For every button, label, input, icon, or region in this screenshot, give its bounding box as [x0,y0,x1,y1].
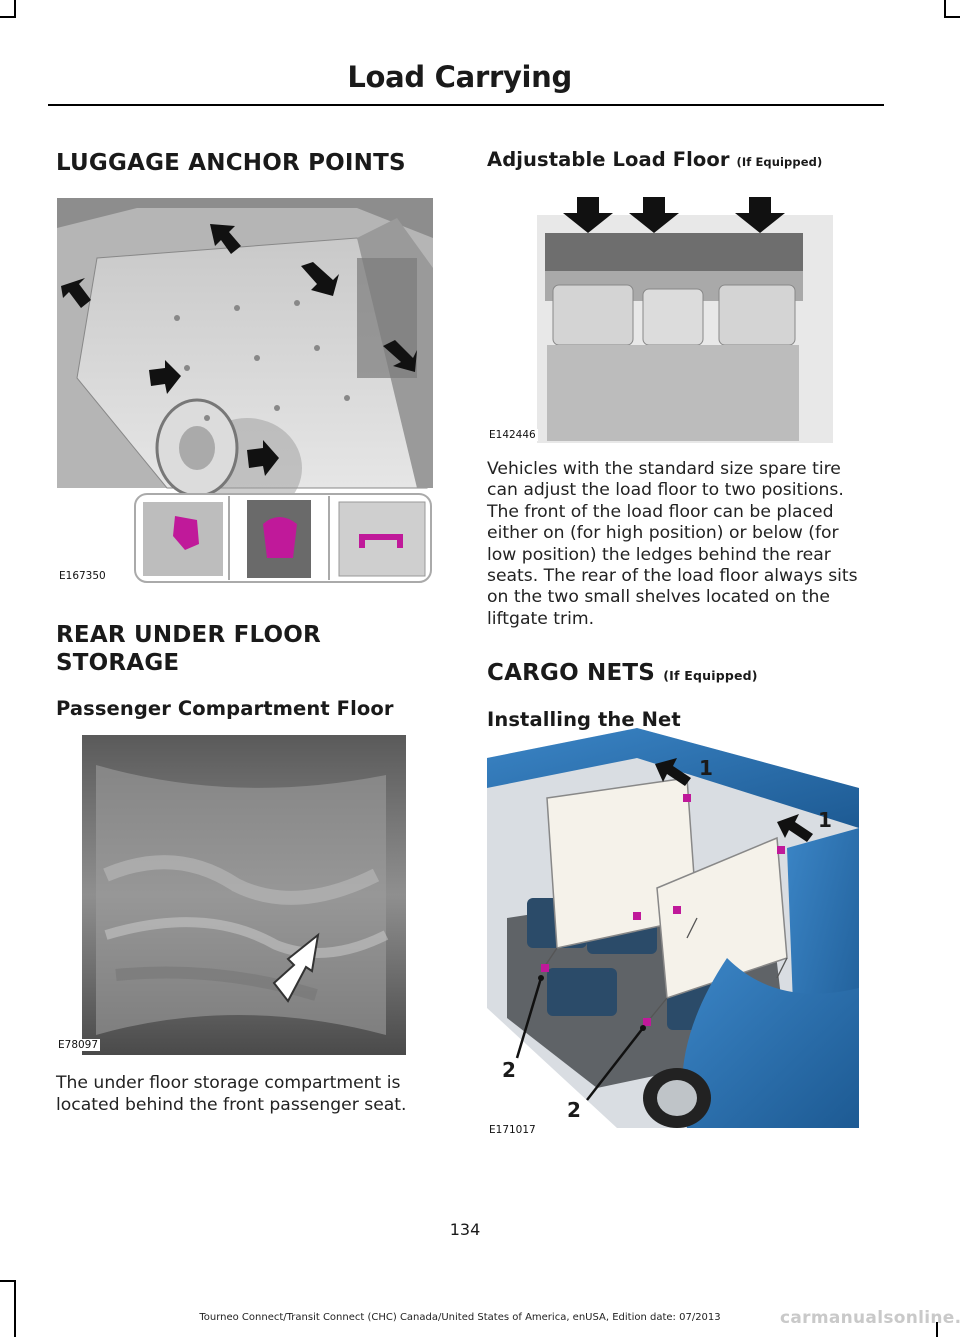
cargo-nets-heading: CARGO NETS (If Equipped) [487,660,758,686]
anchor-hook-icon [173,516,199,550]
installing-net-subheading: Installing the Net [487,708,681,731]
anchor-hook-icon [263,517,297,558]
luggage-anchor-figure: E167350 [57,198,433,588]
crop-mark [0,1280,16,1282]
arrow-icon [301,262,339,296]
anchor-hook-icon [359,534,403,548]
callout-number: 2 [502,1058,516,1082]
crop-mark [14,1280,16,1337]
storage-description-line2: located behind the front passenger seat. [56,1095,407,1115]
cargo-net-figure: 1 1 2 2 E171017 [487,728,859,1138]
luggage-floor-illustration [57,198,433,583]
arrow-icon [247,440,279,476]
load-floor-heading-text: Adjustable Load Floor [487,148,730,171]
figure-code: E167350 [57,570,108,582]
passenger-floor-subheading: Passenger Compartment Floor [56,697,394,720]
luggage-anchor-heading: LUGGAGE ANCHOR POINTS [56,150,406,176]
figure-code: E142446 [487,429,538,441]
arrow-icon [272,932,320,1003]
crop-mark [0,16,16,18]
text-line: Vehicles with the standard size spare ti… [487,459,841,479]
passenger-floor-figure: E78097 [56,735,406,1055]
arrow-down-icon [735,197,785,233]
load-floor-qualifier: (If Equipped) [736,155,823,169]
crop-mark [14,0,16,16]
arrow-icon [61,278,91,308]
text-line: either on (for high position) or below (… [487,523,839,544]
text-line: on the two small shelves located on the [487,587,830,608]
callout-number: 1 [818,808,832,832]
arrow-icon [149,360,181,394]
text-line: low position) the ledges behind the rear [487,544,831,565]
header-rule [48,104,884,106]
cargo-nets-qualifier: (If Equipped) [663,668,758,683]
page-number: 134 [449,1220,481,1239]
arrow-icon [655,758,691,786]
arrow-down-icon [563,197,613,233]
cargo-net-illustration [487,728,859,1128]
figure-code: E78097 [56,1039,101,1051]
text-line: seats. The rear of the load floor always… [487,566,858,587]
footer-text: Tourneo Connect/Transit Connect (CHC) Ca… [199,1312,721,1323]
arrow-down-icon [629,197,679,233]
load-floor-description: Vehicles with the standard size spare ti… [487,459,887,630]
text-line: can adjust the load floor to two positio… [487,480,844,501]
rear-storage-heading-line2: STORAGE [56,650,180,676]
cargo-nets-heading-text: CARGO NETS [487,660,656,686]
text-line: The front of the load floor can be place… [487,501,834,522]
page-header-title: Load Carrying [347,60,572,94]
arrow-icon [777,814,813,842]
figure-code: E171017 [487,1124,538,1136]
storage-description-line1: The under floor storage compartment is [56,1073,401,1093]
rear-storage-heading-line1: REAR UNDER FLOOR [56,622,321,648]
load-floor-figure: E142446 [487,195,835,447]
crop-mark [944,0,946,16]
arrow-icon [383,340,417,372]
load-floor-heading: Adjustable Load Floor (If Equipped) [487,148,822,171]
callout-number: 1 [699,756,713,780]
passenger-floor-illustration [82,735,406,1055]
crop-mark [936,1322,938,1337]
arrow-icon [210,224,241,254]
load-floor-illustration [537,197,833,443]
callout-number: 2 [567,1098,581,1122]
crop-mark [944,16,960,18]
watermark: carmanualsonline.info [780,1308,960,1328]
text-line: liftgate trim. [487,608,595,629]
